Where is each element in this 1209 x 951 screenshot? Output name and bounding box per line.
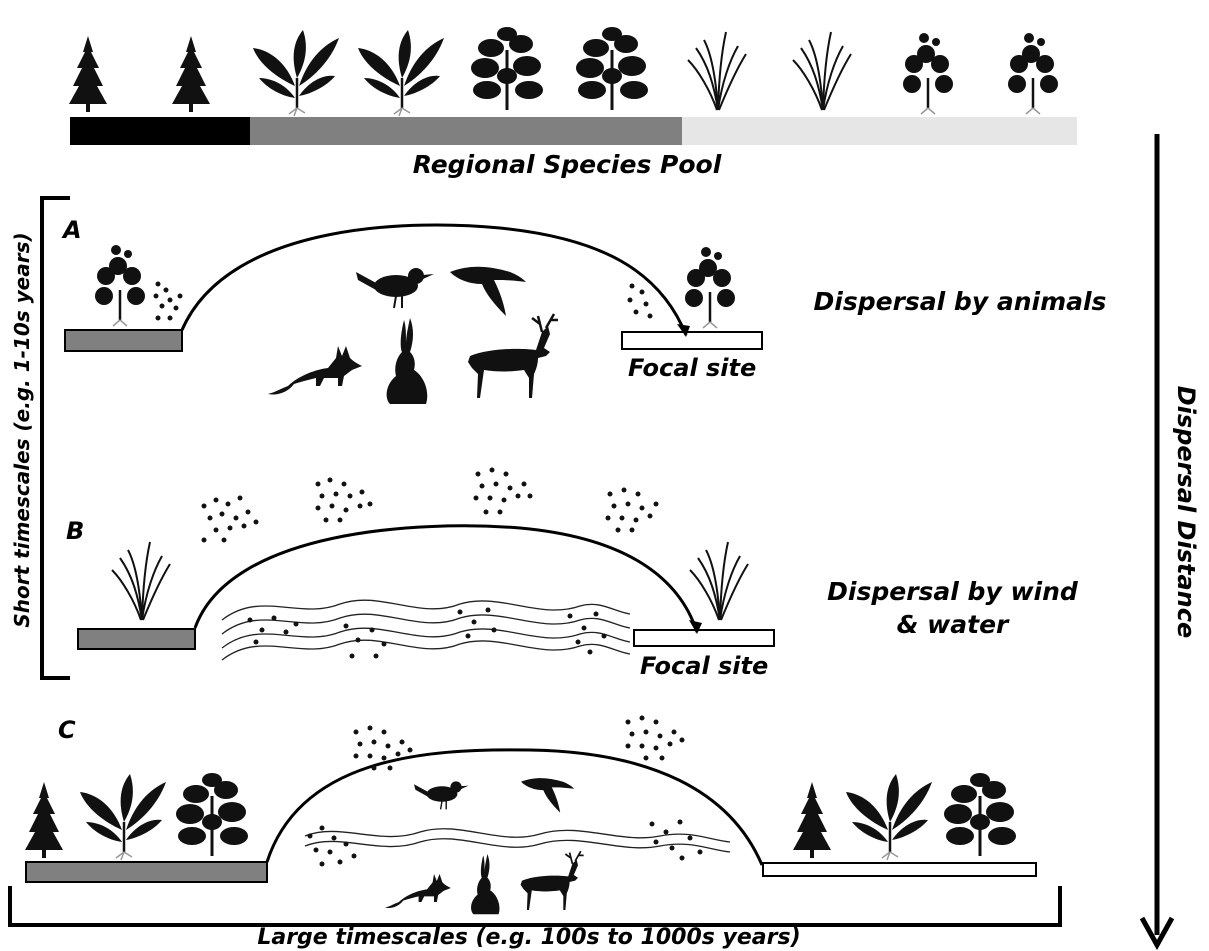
grass-icon [793, 32, 851, 110]
pool-bar-light [682, 117, 1077, 145]
fox-icon [268, 346, 362, 395]
bird-icon [414, 781, 469, 809]
conifer-tree-icon [793, 782, 831, 858]
shrub-icon [176, 773, 248, 856]
short-timescale-bracket [42, 198, 70, 678]
dispersal-distance-arrow [1142, 134, 1172, 945]
focal-site [763, 863, 1036, 876]
water-wave-icon [222, 600, 630, 660]
large-timescale-label: Large timescales (e.g. 100s to 1000s yea… [0, 925, 1058, 950]
panel-a-mode: Dispersal by animals [800, 285, 1120, 318]
broadleaf-herb-icon [253, 30, 339, 116]
short-timescale-label: Short timescales (e.g. 1-10s years) [10, 232, 34, 627]
shrub-icon [576, 27, 648, 110]
conifer-tree-icon [69, 36, 107, 112]
focal-site [622, 332, 762, 349]
species-pool [69, 27, 1077, 145]
focal-site [634, 630, 774, 646]
panel-b-focal-site-label: Focal site [640, 652, 768, 680]
large-timescale-bracket [10, 886, 1060, 925]
broadleaf-herb-icon [80, 774, 166, 860]
bird-icon [356, 268, 434, 308]
panel-c [25, 716, 1036, 915]
flying-bird-icon [450, 267, 526, 316]
panel-b [78, 468, 774, 661]
conifer-tree-icon [25, 782, 63, 858]
source-site [78, 629, 195, 649]
pool-label: Regional Species Pool [0, 150, 1134, 179]
strawberry-plant-icon [95, 245, 145, 326]
source-site [26, 862, 267, 882]
shrub-icon [471, 27, 543, 110]
panel-c-letter: C [58, 716, 76, 744]
panel-a-focal-site-label: Focal site [628, 354, 756, 382]
strawberry-plant-icon [685, 247, 735, 328]
panel-b-letter: B [66, 517, 84, 545]
hare-icon [471, 854, 499, 914]
grass-icon [112, 542, 170, 620]
panel-a-letter: A [63, 216, 82, 244]
panel-b-mode-line1: Dispersal by wind [800, 575, 1105, 608]
flying-bird-icon [521, 778, 574, 812]
panel-b-mode-line2: & water [800, 608, 1105, 641]
deer-icon [468, 314, 558, 398]
shrub-icon [944, 773, 1016, 856]
hare-icon [387, 318, 428, 404]
grass-icon [688, 32, 746, 110]
source-site [65, 330, 182, 351]
strawberry-plant-icon [1008, 33, 1058, 114]
deer-icon [521, 851, 584, 910]
conifer-tree-icon [172, 36, 210, 112]
broadleaf-herb-icon [846, 774, 932, 860]
broadleaf-herb-icon [358, 30, 444, 116]
fox-icon [385, 874, 451, 908]
grass-icon [690, 542, 748, 620]
seed-cloud-icon [202, 468, 659, 543]
dispersal-arc [182, 225, 686, 335]
strawberry-plant-icon [903, 33, 953, 114]
pool-bar-black [70, 117, 250, 145]
dispersal-arc [195, 526, 697, 632]
dispersal-distance-label: Dispersal Distance [1172, 386, 1200, 638]
pool-bar-gray [250, 117, 682, 145]
seed-cluster-icon [308, 820, 703, 867]
seed-cluster-icon [248, 608, 607, 659]
